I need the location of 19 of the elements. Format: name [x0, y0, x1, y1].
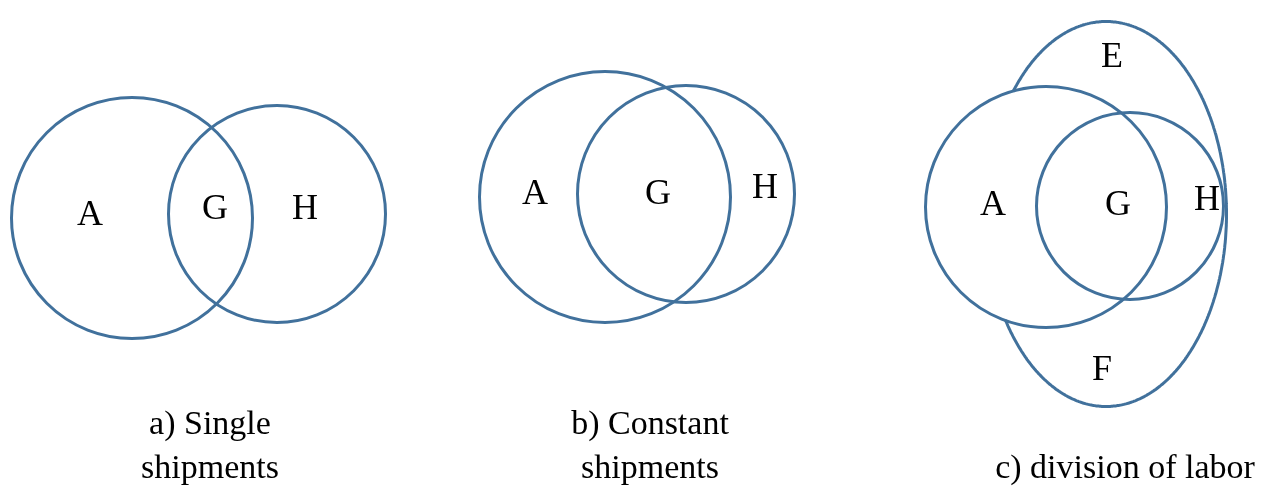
overlap-label: G	[645, 174, 671, 210]
set-label: A	[980, 185, 1006, 221]
overlap-label: G	[202, 189, 228, 225]
caption: b) Constant shipments	[570, 403, 730, 487]
set-circle	[576, 84, 796, 304]
set-label: F	[1092, 350, 1112, 386]
set-label: H	[752, 168, 778, 204]
overlap-label: G	[1105, 185, 1131, 221]
set-label: H	[1194, 180, 1220, 216]
set-label: H	[292, 189, 318, 225]
set-circle	[478, 70, 732, 324]
caption: a) Single shipments	[140, 403, 280, 487]
set-label: A	[522, 174, 548, 210]
set-circle	[167, 104, 387, 324]
set-circle	[10, 96, 254, 340]
caption: c) division of labor	[994, 447, 1256, 487]
set-label: E	[1101, 37, 1123, 73]
set-label: A	[77, 195, 103, 231]
set-circle	[924, 85, 1168, 329]
